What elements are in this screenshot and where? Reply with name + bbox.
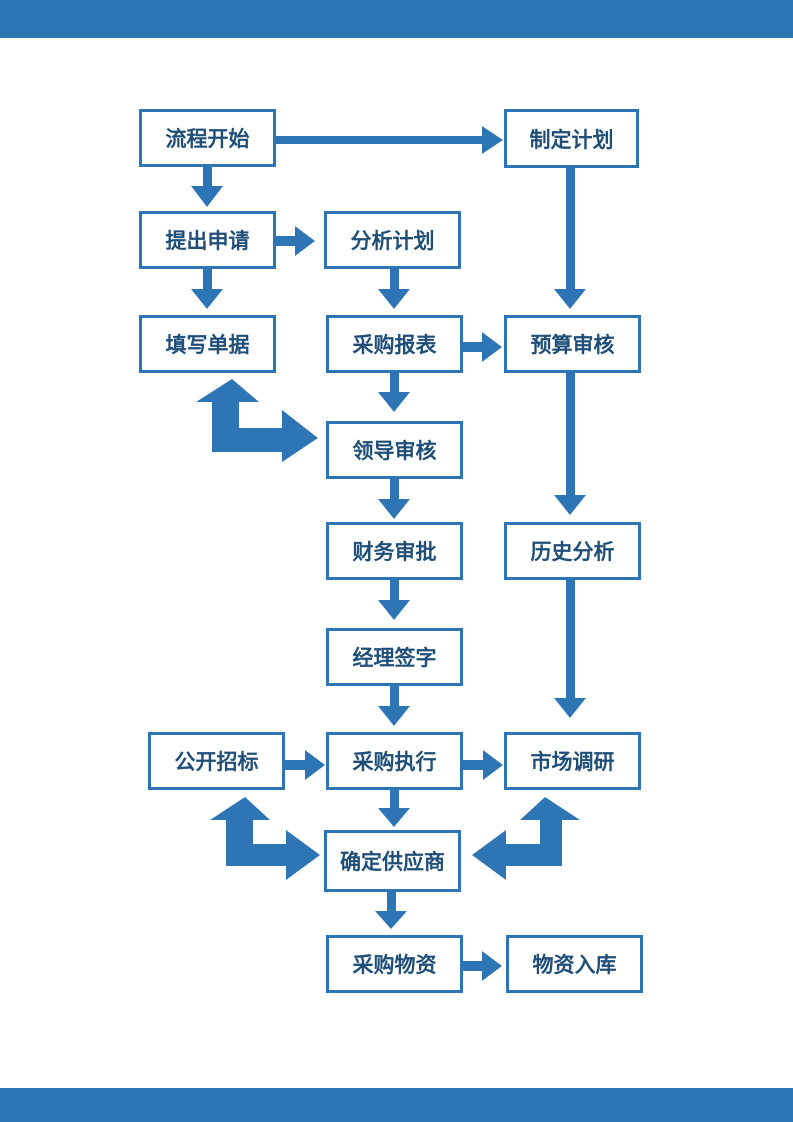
arrow-start-to-request (191, 167, 223, 207)
node-goods-storage: 物资入库 (506, 935, 643, 993)
node-make-plan: 制定计划 (504, 109, 639, 168)
node-fill-form: 填写单据 (139, 315, 276, 373)
node-purchase-report: 采购报表 (326, 315, 463, 373)
node-analyze-plan: 分析计划 (324, 211, 461, 269)
arrow-plan-to-budget (554, 168, 586, 309)
arrow-leader-to-finance (378, 479, 410, 519)
arrow-analyze-to-report (378, 269, 410, 309)
node-purchase-report-label: 采购报表 (352, 333, 437, 357)
arrow-report-to-leader (378, 372, 410, 412)
arrow-manager-to-execute (378, 686, 410, 726)
arrow-finance-to-manager (378, 580, 410, 620)
node-submit-request: 提出申请 (139, 211, 276, 269)
node-leader-review-label: 领导审核 (352, 439, 437, 463)
node-analyze-plan-label: 分析计划 (350, 229, 435, 253)
node-market-research-label: 市场调研 (530, 750, 615, 774)
node-public-tender: 公开招标 (148, 732, 285, 790)
arrow-start-to-plan (275, 126, 503, 154)
footer-band (0, 1088, 793, 1122)
arrow-request-to-analyze (275, 226, 315, 256)
arrow-tender-supplier-elbow (210, 797, 320, 880)
node-purchase-execute: 采购执行 (326, 732, 463, 790)
arrow-execute-to-supplier (378, 790, 410, 827)
arrow-market-supplier-elbow (472, 797, 580, 880)
node-make-plan-label: 制定计划 (529, 127, 614, 152)
arrow-goods-to-storage (462, 951, 502, 981)
node-finance-approval: 财务审批 (326, 522, 463, 580)
node-public-tender-label: 公开招标 (174, 750, 259, 774)
arrow-fill-leader-elbow (196, 379, 318, 462)
node-budget-review-label: 预算审核 (530, 333, 615, 357)
node-confirm-supplier-label: 确定供应商 (340, 850, 445, 874)
node-purchase-execute-label: 采购执行 (352, 750, 437, 774)
arrow-request-to-fill (191, 269, 223, 309)
node-leader-review: 领导审核 (326, 421, 463, 479)
arrow-report-to-budget (462, 332, 502, 362)
header-band (0, 0, 793, 38)
node-budget-review: 预算审核 (504, 315, 641, 373)
node-start: 流程开始 (139, 109, 276, 167)
node-manager-sign-label: 经理签字 (352, 646, 437, 670)
node-market-research: 市场调研 (504, 732, 641, 790)
node-finance-approval-label: 财务审批 (352, 540, 437, 564)
node-fill-form-label: 填写单据 (165, 333, 250, 357)
arrow-budget-to-history (554, 373, 586, 515)
arrow-supplier-to-goods (375, 892, 407, 929)
node-manager-sign: 经理签字 (326, 628, 463, 686)
node-history-analysis-label: 历史分析 (530, 540, 615, 564)
arrow-execute-to-market (463, 750, 503, 780)
arrow-history-to-market (554, 580, 586, 718)
node-history-analysis: 历史分析 (504, 522, 641, 580)
node-confirm-supplier: 确定供应商 (324, 830, 461, 892)
node-goods-storage-label: 物资入库 (532, 953, 617, 977)
node-purchase-goods-label: 采购物资 (352, 953, 437, 977)
node-submit-request-label: 提出申请 (165, 229, 250, 253)
node-purchase-goods: 采购物资 (326, 935, 463, 993)
arrow-tender-to-execute (285, 750, 325, 780)
node-start-label: 流程开始 (165, 127, 250, 151)
